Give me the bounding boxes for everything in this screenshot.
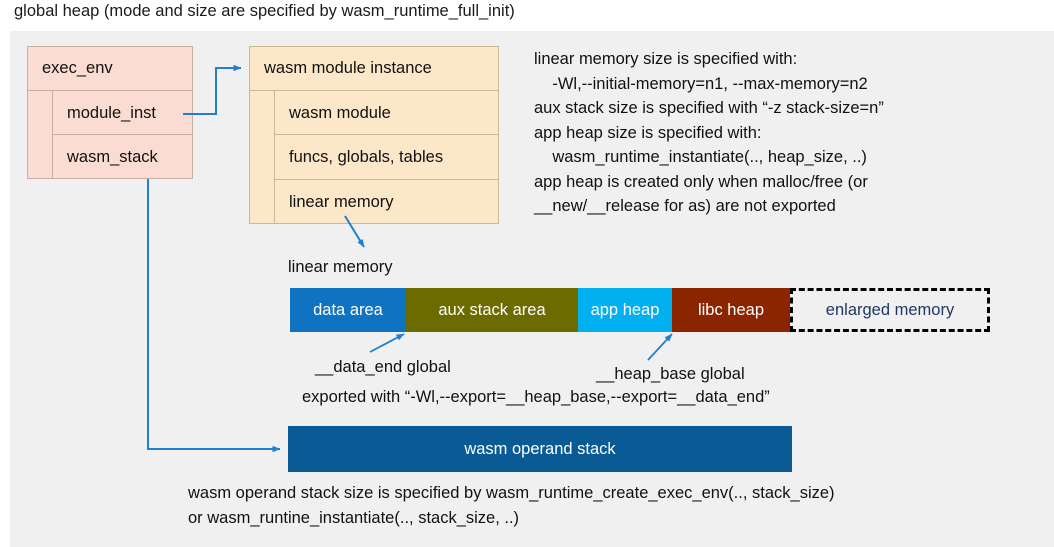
linear-memory-label: linear memory [288, 258, 393, 276]
wasm-module-instance-box: wasm module instance wasm module funcs, … [249, 46, 499, 224]
memory-segment-app-heap: app heap [578, 288, 672, 332]
linear-memory-bar: data area aux stack area app heap libc heap… [290, 288, 990, 332]
memory-segment-label: app heap [590, 300, 660, 319]
annotation-exported: exported with “-Wl,--export=__heap_base,… [302, 388, 770, 406]
memory-segment-enlarged-memory: enlarged memory [790, 288, 990, 332]
module-instance-body: wasm module funcs, globals, tables linea… [250, 91, 498, 223]
operand-stack-notes: wasm operand stack size is specified by … [188, 484, 835, 527]
exec-env-body: module_inst wasm_stack [28, 91, 192, 178]
memory-segment-data-area: data area [290, 288, 406, 332]
wasm-operand-stack-label: wasm operand stack [464, 439, 616, 458]
memory-segment-aux-stack-area: aux stack area [406, 288, 578, 332]
memory-segment-label: libc heap [697, 300, 765, 319]
exec-env-gutter [28, 91, 53, 178]
memory-segment-libc-heap: libc heap [672, 288, 790, 332]
memory-segment-label: data area [313, 300, 383, 319]
module-instance-gutter [250, 91, 275, 223]
module-instance-field-list: wasm module funcs, globals, tables linea… [275, 91, 498, 223]
linear-memory-notes: linear memory size is specified with: -W… [534, 50, 884, 215]
module-instance-field-funcs-globals-tables: funcs, globals, tables [275, 135, 498, 180]
exec-env-header: exec_env [28, 47, 192, 91]
memory-segment-label: aux stack area [438, 300, 546, 319]
exec-env-field-module-inst: module_inst [53, 91, 192, 135]
annotation-heap-base: __heap_base global [596, 365, 745, 383]
module-instance-field-linear-memory: linear memory [289, 192, 394, 211]
exec-env-field-wasm-stack: wasm_stack [67, 148, 158, 166]
module-instance-field-wasm-module: wasm module [275, 91, 498, 136]
module-instance-header: wasm module instance [250, 47, 498, 91]
annotation-data-end: __data_end global [315, 358, 451, 376]
exec-env-field-list: module_inst wasm_stack [53, 91, 192, 178]
exec-env-box: exec_env module_inst wasm_stack [27, 46, 193, 179]
wasm-operand-stack-bar: wasm operand stack [288, 426, 792, 472]
memory-segment-label: enlarged memory [825, 300, 955, 319]
page-title: global heap (mode and size are specified… [14, 2, 515, 20]
